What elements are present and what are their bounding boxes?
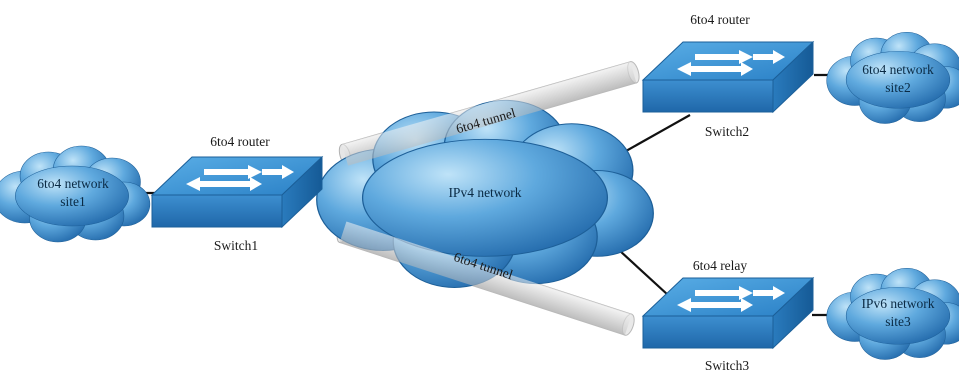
tunnel-overlays <box>339 61 637 336</box>
site3-label-line2: site3 <box>885 314 911 329</box>
switch1-top-label: 6to4 router <box>210 134 270 149</box>
switch2-icon <box>642 41 814 113</box>
switch3: 6to4 relay Switch3 <box>642 258 814 373</box>
switch3-bottom-label: Switch3 <box>705 358 750 373</box>
switch2-top-label: 6to4 router <box>690 12 750 27</box>
switch2: 6to4 router Switch2 <box>642 12 814 139</box>
site2-label-line2: site2 <box>885 80 911 95</box>
site1-cloud: 6to4 network site1 <box>0 145 151 243</box>
switch1-bottom-label: Switch1 <box>214 238 258 253</box>
switch2-bottom-label: Switch2 <box>705 124 749 139</box>
switch3-icon <box>642 277 814 349</box>
site1-label-line1: 6to4 network <box>37 176 109 191</box>
site3-cloud: IPv6 network site3 <box>826 267 959 361</box>
switch1-icon <box>151 156 323 228</box>
site2-cloud: 6to4 network site2 <box>826 31 959 125</box>
site3-label-line1: IPv6 network <box>861 296 934 311</box>
switch3-top-label: 6to4 relay <box>693 258 748 273</box>
switch1: 6to4 router Switch1 <box>151 134 323 253</box>
ipv4-cloud: IPv4 network <box>315 99 655 289</box>
site2-label-line1: 6to4 network <box>862 62 934 77</box>
ipv4-cloud-label: IPv4 network <box>448 185 521 200</box>
site1-label-line2: site1 <box>60 194 86 209</box>
